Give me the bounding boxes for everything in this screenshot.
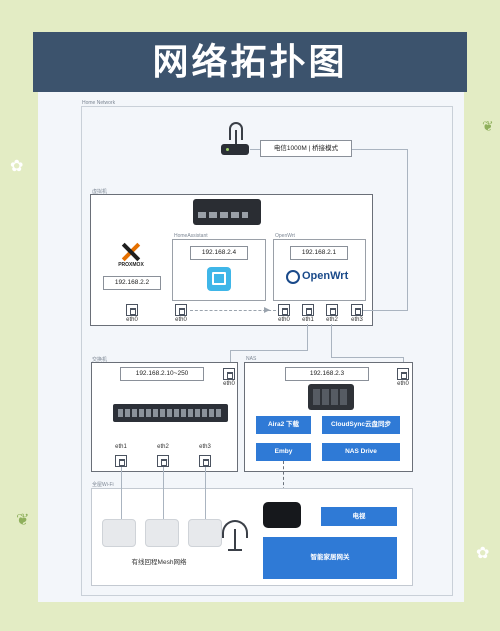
home-network-frame [81, 106, 453, 596]
wifi-signal-icon [222, 520, 248, 538]
antenna-icon [235, 130, 237, 144]
mesh-router-3-icon [188, 519, 222, 547]
modem-label: 电信1000M | 桥接模式 [260, 140, 352, 157]
openwrt-eth2-label: eth2 [326, 317, 338, 323]
home-network-caption: Home Network [82, 100, 116, 106]
mesh-link-2 [163, 467, 164, 519]
wifi-caption: 全屋Wi-Fi [92, 482, 114, 488]
switch-eth0-port[interactable] [223, 368, 235, 380]
eth2-nas-line-h [331, 357, 404, 358]
mesh-router-1-icon [102, 519, 136, 547]
wifi-antenna-icon [234, 529, 236, 550]
nas-ip: 192.168.2.3 [285, 367, 369, 381]
wan-line-to-eth3 [363, 310, 408, 311]
nas-drive-button[interactable]: NAS Drive [322, 443, 400, 461]
arrow-right-icon [264, 307, 270, 313]
homeassistant-eth0-port[interactable] [175, 304, 187, 316]
mesh-label: 有线回程Mesh网络 [131, 559, 187, 566]
modem-icon [221, 144, 249, 155]
vm-caption: 虚拟机 [92, 189, 108, 195]
proxmox-eth0-port[interactable] [126, 304, 138, 316]
mesh-router-2-icon [145, 519, 179, 547]
proxmox-logo-icon [121, 242, 141, 262]
openwrt-eth0-port[interactable] [278, 304, 290, 316]
wan-line-h [352, 149, 408, 150]
switch-ports-icon [118, 409, 222, 417]
aria2-button[interactable]: Aira2 下载 [256, 416, 311, 434]
nas-bays-icon [313, 389, 349, 405]
flower-icon: ✿ [10, 158, 24, 175]
eth2-nas-line-v [331, 324, 332, 357]
tv-box-icon [263, 502, 301, 528]
switch-eth2-label: eth2 [157, 444, 169, 450]
eth1-switch-line-down [230, 350, 231, 372]
page-title: 网络拓扑图 [152, 41, 348, 82]
leaf-icon: ❦ [482, 118, 494, 134]
modem-link-line [250, 149, 260, 150]
openwrt-caption: OpenWrt [275, 233, 295, 239]
emby-button[interactable]: Emby [256, 443, 311, 461]
eth1-switch-line-h [230, 350, 308, 351]
openwrt-eth3-port[interactable] [351, 304, 363, 316]
smart-home-gateway-button[interactable]: 智能家居网关 [263, 537, 397, 579]
emby-tv-dashed-line [283, 461, 285, 501]
switch-ip: 192.168.2.10~250 [120, 367, 204, 381]
switch-caption: 交换机 [92, 357, 108, 363]
nas-eth0-port[interactable] [397, 368, 409, 380]
title-banner [33, 32, 467, 92]
homeassistant-eth0-label: eth0 [175, 317, 187, 323]
leaf-icon: ❦ [16, 512, 30, 529]
homeassistant-logo-icon [207, 267, 231, 291]
switch-eth3-port[interactable] [199, 455, 211, 467]
tv-button[interactable]: 电视 [321, 507, 397, 526]
openwrt-eth2-port[interactable] [326, 304, 338, 316]
openwrt-brand: OpenWrt [302, 270, 349, 282]
proxmox-eth0-label: eth0 [126, 317, 138, 323]
openwrt-eth1-port[interactable] [302, 304, 314, 316]
openwrt-eth1-label: eth1 [302, 317, 314, 323]
wifi-signal-icon [229, 122, 243, 140]
flower-icon: ✿ [476, 545, 490, 562]
openwrt-eth0-label: eth0 [278, 317, 290, 323]
homeassistant-caption: HomeAssistant [174, 233, 208, 239]
switch-eth1-label: eth1 [115, 444, 127, 450]
proxmox-ip: 192.168.2.2 [103, 276, 161, 290]
switch-eth2-port[interactable] [157, 455, 169, 467]
mesh-link-1 [121, 467, 122, 519]
mini-pc-ports-icon [198, 212, 248, 218]
homeassistant-ip: 192.168.2.4 [190, 246, 248, 260]
eth1-switch-line-v [307, 324, 308, 350]
openwrt-eth3-label: eth3 [351, 317, 363, 323]
switch-eth3-label: eth3 [199, 444, 211, 450]
switch-eth1-port[interactable] [115, 455, 127, 467]
wifi-stand-icon [228, 549, 242, 551]
nas-eth0-label: eth0 [397, 381, 409, 387]
mesh-link-3 [205, 467, 206, 519]
virtual-bridge-line [190, 310, 276, 311]
openwrt-logo-icon [286, 270, 300, 284]
cloudsync-button[interactable]: CloudSync云盘同步 [322, 416, 400, 434]
proxmox-brand: PROXMOX [118, 262, 144, 268]
wan-line-v [407, 149, 408, 311]
nas-caption: NAS [246, 356, 257, 362]
openwrt-ip: 192.168.2.1 [290, 246, 348, 260]
modem-led-icon [226, 148, 229, 151]
switch-eth0-label: eth0 [223, 381, 235, 387]
